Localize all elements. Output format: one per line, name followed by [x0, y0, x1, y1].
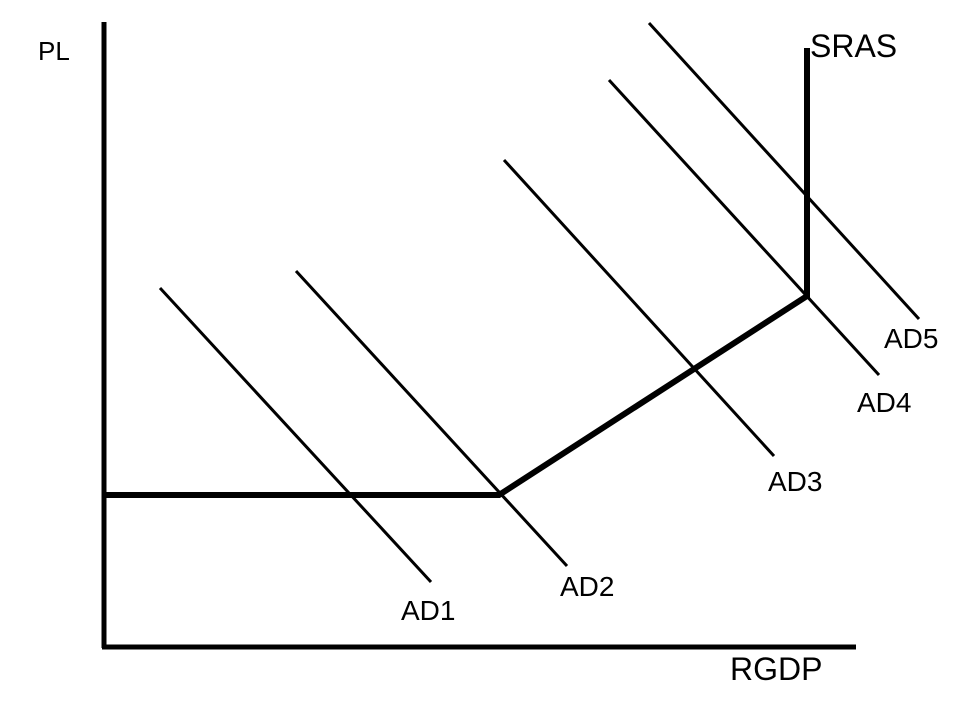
ad1-curve: [158, 286, 433, 584]
y-axis-label: PL: [38, 36, 70, 66]
ad3-curve: [502, 158, 776, 458]
ad2-curve: [294, 269, 569, 568]
ad3-label: AD3: [768, 466, 822, 497]
sras-curve: [104, 48, 810, 498]
sras-label: SRAS: [810, 28, 897, 64]
ad4-label: AD4: [857, 387, 911, 418]
ad5-curve: [647, 21, 921, 321]
ad1-label: AD1: [401, 595, 455, 626]
x-axis-label: RGDP: [730, 651, 822, 687]
ad5-label: AD5: [884, 323, 938, 354]
ad4-curve: [607, 78, 881, 377]
ad2-label: AD2: [560, 571, 614, 602]
